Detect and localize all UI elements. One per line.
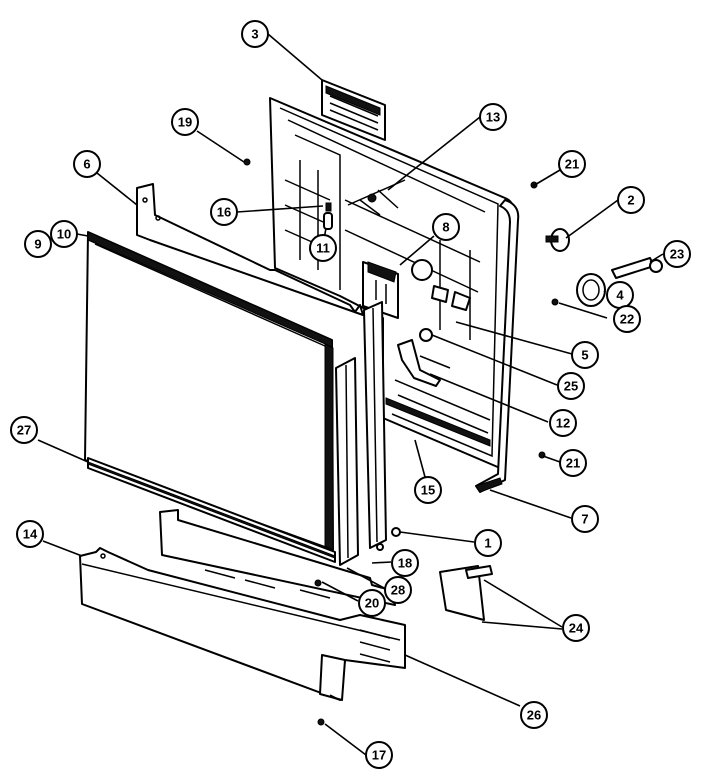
kick-plate-14 bbox=[79, 547, 406, 726]
svg-text:11: 11 bbox=[316, 241, 330, 256]
svg-text:3: 3 bbox=[251, 27, 258, 42]
right-side-knobs bbox=[545, 228, 663, 307]
callout-11: 11 bbox=[309, 234, 337, 262]
callout-8: 8 bbox=[432, 213, 460, 241]
bracket-6 bbox=[136, 183, 364, 316]
callout-3: 3 bbox=[241, 20, 269, 48]
svg-text:26: 26 bbox=[527, 708, 541, 723]
svg-text:19: 19 bbox=[178, 115, 192, 130]
small-parts bbox=[243, 158, 559, 459]
callout-28: 28 bbox=[384, 576, 412, 604]
lower-bracket-20 bbox=[159, 509, 396, 606]
callout-2: 2 bbox=[617, 186, 645, 214]
svg-text:14: 14 bbox=[23, 527, 38, 542]
svg-text:8: 8 bbox=[442, 220, 449, 235]
svg-text:10: 10 bbox=[57, 227, 71, 242]
svg-text:1: 1 bbox=[484, 536, 491, 551]
control-module-8 bbox=[362, 261, 399, 319]
vent-part-3 bbox=[321, 79, 386, 141]
svg-text:23: 23 bbox=[670, 247, 684, 262]
callout-20: 20 bbox=[358, 589, 386, 617]
svg-text:27: 27 bbox=[17, 423, 31, 438]
svg-text:5: 5 bbox=[581, 348, 588, 363]
svg-text:2: 2 bbox=[627, 193, 634, 208]
svg-text:22: 22 bbox=[620, 312, 634, 327]
callout-26: 26 bbox=[520, 701, 548, 729]
side-channels bbox=[335, 301, 401, 566]
svg-text:21: 21 bbox=[565, 157, 579, 172]
callout-4: 4 bbox=[606, 281, 634, 309]
svg-text:9: 9 bbox=[34, 237, 41, 252]
callout-21-bottom: 21 bbox=[559, 449, 587, 477]
callout-5: 5 bbox=[571, 341, 599, 369]
trim-strip-27 bbox=[87, 457, 336, 563]
svg-text:15: 15 bbox=[421, 483, 435, 498]
callout-7: 7 bbox=[571, 505, 599, 533]
svg-text:7: 7 bbox=[581, 512, 588, 527]
svg-text:6: 6 bbox=[83, 157, 90, 172]
svg-text:17: 17 bbox=[372, 748, 386, 763]
callout-15: 15 bbox=[414, 476, 442, 504]
svg-text:4: 4 bbox=[616, 288, 624, 303]
callout-10: 10 bbox=[50, 220, 78, 248]
callout-17: 17 bbox=[365, 741, 393, 769]
callout-1: 1 bbox=[474, 529, 502, 557]
callout-19: 19 bbox=[171, 108, 199, 136]
svg-text:24: 24 bbox=[569, 621, 584, 636]
callout-22: 22 bbox=[613, 305, 641, 333]
callout-14: 14 bbox=[16, 520, 44, 548]
leader-lines bbox=[37, 33, 664, 756]
svg-text:12: 12 bbox=[556, 416, 570, 431]
callout-21-top: 21 bbox=[558, 150, 586, 178]
callout-6: 6 bbox=[73, 150, 101, 178]
trim-strip-7 bbox=[475, 199, 520, 493]
svg-text:25: 25 bbox=[564, 379, 578, 394]
callout-12: 12 bbox=[549, 409, 577, 437]
svg-text:18: 18 bbox=[398, 556, 412, 571]
callout-27: 27 bbox=[10, 416, 38, 444]
callout-18: 18 bbox=[391, 549, 419, 577]
svg-text:28: 28 bbox=[391, 583, 405, 598]
callouts: 3 19 13 21 6 16 2 8 10 9 11 23 4 22 5 25… bbox=[10, 20, 691, 769]
callout-13: 13 bbox=[479, 103, 507, 131]
callout-9: 9 bbox=[24, 230, 52, 258]
svg-text:16: 16 bbox=[217, 205, 231, 220]
callout-23: 23 bbox=[663, 240, 691, 268]
svg-text:13: 13 bbox=[486, 110, 500, 125]
outer-door-panel bbox=[84, 231, 334, 551]
callout-16: 16 bbox=[210, 198, 238, 226]
callout-25: 25 bbox=[557, 372, 585, 400]
callout-24: 24 bbox=[562, 614, 590, 642]
svg-text:20: 20 bbox=[365, 596, 379, 611]
svg-text:21: 21 bbox=[566, 456, 580, 471]
panel-24 bbox=[439, 565, 493, 621]
